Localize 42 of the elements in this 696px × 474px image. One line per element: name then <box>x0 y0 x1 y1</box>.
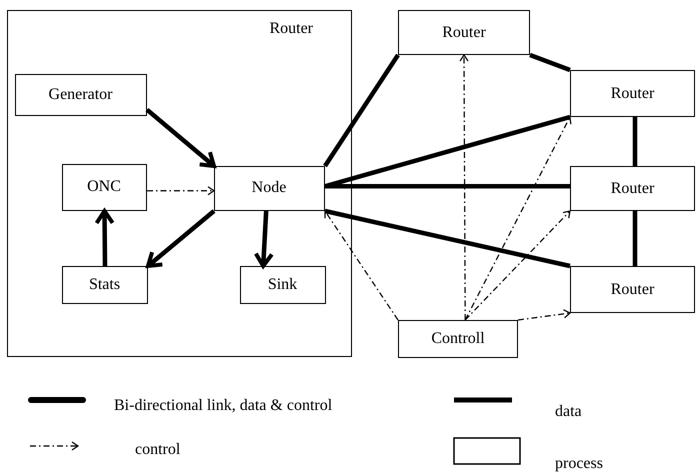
arrow <box>147 186 215 196</box>
node-label: Router <box>610 282 654 298</box>
process-box <box>570 266 695 313</box>
arrow <box>464 116 572 320</box>
arrow <box>254 210 274 268</box>
link-line <box>632 211 638 266</box>
node-label: Sink <box>268 276 298 292</box>
legend-label: process <box>555 456 603 472</box>
process-box <box>570 70 695 117</box>
node-label: Generator <box>48 86 112 102</box>
process-box <box>62 164 146 210</box>
router-container <box>7 10 352 357</box>
link-line <box>529 52 571 72</box>
process-box <box>240 266 326 304</box>
legend-label: control <box>135 442 180 458</box>
legend-label: data <box>555 404 582 420</box>
node-label: Router <box>442 24 486 40</box>
process-box <box>14 74 146 116</box>
process-box <box>398 320 518 358</box>
arrow <box>464 210 571 320</box>
arrow <box>146 108 216 168</box>
node-label: Controll <box>431 331 485 347</box>
node-label: ONC <box>87 179 121 195</box>
arrow <box>146 209 216 268</box>
node-label: Stats <box>88 276 120 292</box>
arrow <box>518 309 571 321</box>
link-line <box>323 54 400 168</box>
node-label: Router <box>610 86 654 102</box>
link-line <box>325 184 570 188</box>
node-label: Node <box>252 180 286 196</box>
container-heading: Router <box>269 21 313 37</box>
process-box <box>398 10 530 55</box>
process-box <box>214 166 324 210</box>
arrow <box>324 210 398 320</box>
arrow <box>94 209 115 266</box>
process-box <box>570 166 695 211</box>
link-line <box>632 117 638 166</box>
link-line <box>324 208 570 268</box>
legend-label: Bi-directional link, data & control <box>114 398 332 414</box>
process-box <box>62 266 148 304</box>
node-label: Router <box>610 180 654 196</box>
arrow <box>459 54 469 320</box>
